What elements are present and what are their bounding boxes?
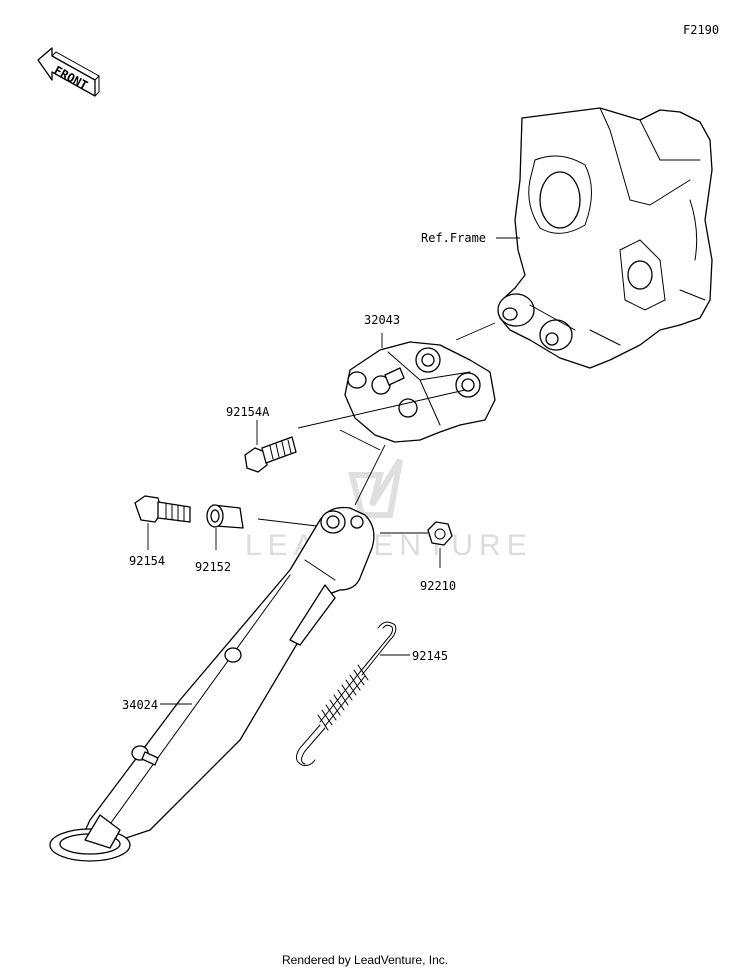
part-label-92145: 92145 <box>412 649 448 663</box>
part-label-34024: 34024 <box>122 698 158 712</box>
part-label-32043: 32043 <box>364 313 400 327</box>
nut-92210: 92210 <box>420 521 456 593</box>
part-label-92154a: 92154A <box>226 405 270 419</box>
assembly-lines <box>257 322 496 534</box>
front-arrow-icon: FRONT <box>37 47 100 97</box>
footer-credit: Rendered by LeadVenture, Inc. <box>282 953 448 967</box>
bolt-92154: 92154 <box>129 495 191 568</box>
side-stand-34024: 34024 <box>49 506 375 862</box>
frame-reference: Ref.Frame <box>421 107 713 369</box>
ref-frame-label: Ref.Frame <box>421 231 486 245</box>
part-label-92154: 92154 <box>129 554 165 568</box>
collar-92152: 92152 <box>195 504 244 574</box>
part-label-92210: 92210 <box>420 579 456 593</box>
diagram-code: F2190 <box>683 23 719 37</box>
bracket-32043: 32043 <box>344 313 496 443</box>
part-label-92152: 92152 <box>195 560 231 574</box>
watermark-text: LEADVENTURE <box>245 529 533 562</box>
watermark: LEADVENTURE <box>245 458 533 562</box>
bolt-92154a: 92154A <box>226 405 297 473</box>
spring-92145: 92145 <box>296 621 448 766</box>
